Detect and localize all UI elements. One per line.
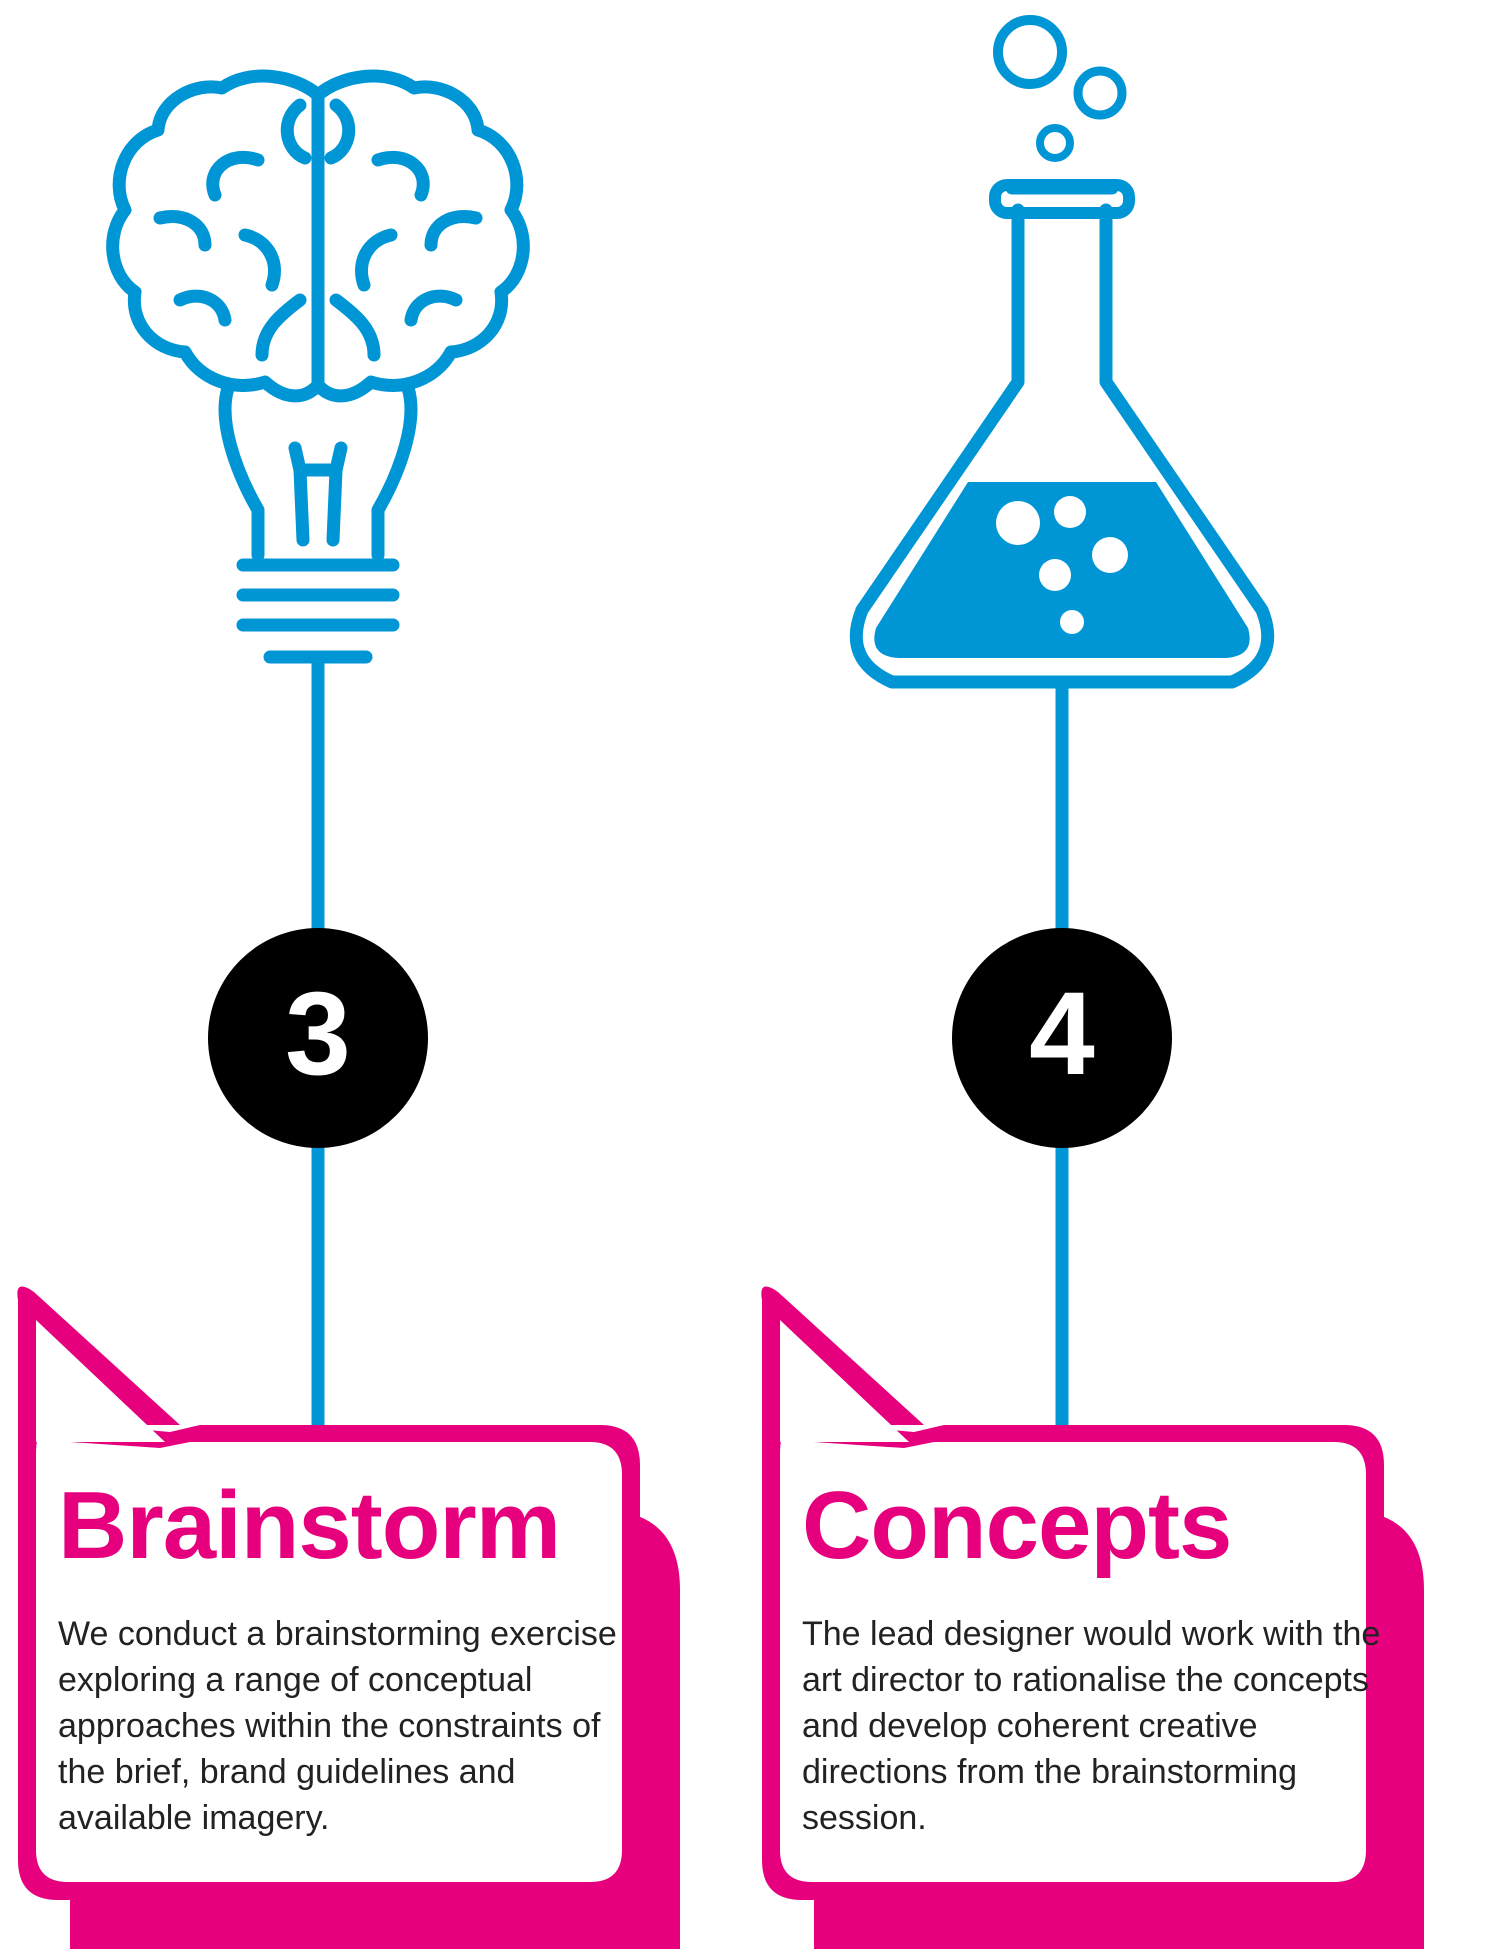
step-4-title: Concepts <box>802 1472 1232 1579</box>
step-3-badge <box>208 928 428 1148</box>
flask-liquid-bubble <box>1054 496 1086 528</box>
flask-liquid-bubble <box>1092 537 1128 573</box>
step-3-callout-pointer-inner <box>36 1320 165 1442</box>
flask-bubble-small <box>1036 124 1074 162</box>
step-3-callout <box>17 1286 680 1949</box>
flask-bubble-large <box>993 15 1067 89</box>
step-3: 3 <box>17 69 680 1949</box>
step-3-title: Brainstorm <box>58 1472 561 1579</box>
step-4-description: The lead designer would work with the ar… <box>802 1615 1381 1837</box>
step-4-callout-pointer-inner <box>780 1320 909 1442</box>
flask-rim <box>989 179 1135 219</box>
flask-icon <box>849 15 1275 689</box>
step-4-callout-body <box>780 1439 1366 1882</box>
step-3-number: 3 <box>285 968 351 1100</box>
flask-liquid-bubble <box>1060 610 1084 634</box>
step-4-badge <box>952 928 1172 1148</box>
flask-bubble-medium <box>1073 66 1127 120</box>
step-4: 4 <box>761 15 1424 1949</box>
step-3-callout-body <box>36 1439 622 1882</box>
step-4-callout <box>761 1286 1424 1949</box>
flask-liquid-bubble <box>1039 559 1071 591</box>
step-3-description: We conduct a brainstorming exercise expl… <box>58 1615 617 1837</box>
brain-lightbulb-icon <box>106 69 530 664</box>
flask-liquid-bubble <box>996 501 1040 545</box>
step-4-number: 4 <box>1029 968 1095 1100</box>
